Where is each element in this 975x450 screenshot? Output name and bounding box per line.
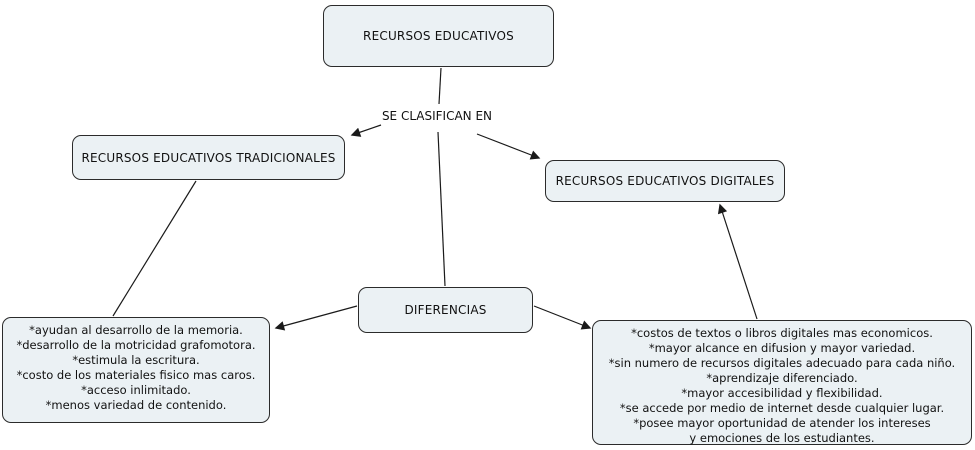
link-classifier-to-traditional — [350, 124, 382, 137]
node-label: DIFERENCIAS — [404, 303, 487, 317]
node-recursos-educativos[interactable]: RECURSOS EDUCATIVOS — [323, 5, 554, 67]
node-label: RECURSOS EDUCATIVOS DIGITALES — [555, 174, 775, 188]
detail-line: *costo de los materiales fisico mas caro… — [16, 368, 256, 382]
detail-line: *ayudan al desarrollo de la memoria. — [29, 323, 243, 337]
detail-line: *costos de textos o libros digitales mas… — [631, 326, 933, 340]
node-recursos-tradicionales[interactable]: RECURSOS EDUCATIVOS TRADICIONALES — [72, 135, 345, 180]
link-differences-to-traditional-details — [274, 305, 358, 331]
detail-line: *desarrollo de la motricidad grafomotora… — [16, 338, 256, 352]
detail-line: *acceso inlimitado. — [81, 383, 191, 397]
link-differences-to-digital-details — [533, 305, 592, 330]
detail-line: y emociones de los estudiantes. — [689, 431, 875, 445]
node-digital-details[interactable]: *costos de textos o libros digitales mas… — [592, 320, 972, 445]
detail-line: *se accede por medio de internet desde c… — [619, 401, 945, 415]
detail-line: *menos variedad de contenido. — [45, 398, 227, 412]
node-traditional-details[interactable]: *ayudan al desarrollo de la memoria. *de… — [2, 317, 270, 423]
node-recursos-digitales[interactable]: RECURSOS EDUCATIVOS DIGITALES — [545, 160, 785, 202]
node-label: RECURSOS EDUCATIVOS TRADICIONALES — [81, 150, 336, 165]
link-classifier-to-differences — [437, 131, 446, 287]
detail-line: *estimula la escritura. — [72, 353, 200, 367]
node-diferencias[interactable]: DIFERENCIAS — [358, 287, 533, 333]
node-label: RECURSOS EDUCATIVOS — [363, 29, 514, 43]
link-digital-details-to-digital — [717, 203, 758, 320]
detail-line: *mayor accesibilidad y flexibilidad. — [681, 386, 883, 400]
link-classifier-to-digital — [476, 133, 541, 160]
detail-line: *mayor alcance en difusion y mayor varie… — [648, 341, 916, 355]
detail-line: *posee mayor oportunidad de atender los … — [633, 416, 931, 430]
detail-line: *sin numero de recursos digitales adecua… — [608, 356, 956, 370]
link-traditional-to-details — [112, 180, 197, 317]
link-root-to-classifier — [438, 67, 442, 105]
detail-line: *aprendizaje diferenciado. — [706, 371, 858, 385]
link-label-se-clasifican-en[interactable]: SE CLASIFICAN EN — [381, 109, 493, 123]
